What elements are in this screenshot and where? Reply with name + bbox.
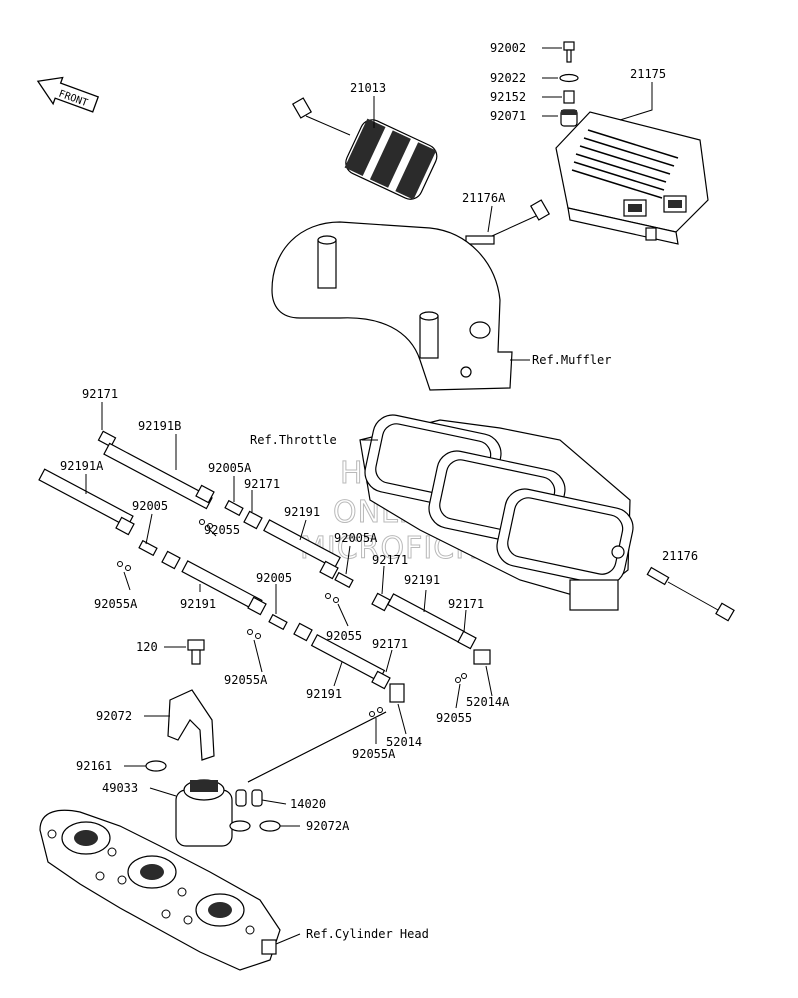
callout-92005-b: 92005 xyxy=(256,571,292,585)
hose-set xyxy=(38,430,491,783)
cushion-92161 xyxy=(145,760,167,772)
callout-92005-a: 92005 xyxy=(132,499,168,513)
callout-14020: 14020 xyxy=(290,797,326,811)
callout-21013: 21013 xyxy=(350,81,386,95)
callout-49033: 49033 xyxy=(102,781,138,795)
callout-92002: 92002 xyxy=(490,41,526,55)
callout-92171-a: 92171 xyxy=(82,387,118,401)
callout-92055-a: 92055 xyxy=(204,523,240,537)
callout-21176A: 21176A xyxy=(462,191,506,205)
callout-21175: 21175 xyxy=(630,67,666,81)
leader-lines xyxy=(85,47,653,945)
callout-92055A-a: 92055A xyxy=(94,597,138,611)
washer-92022 xyxy=(559,73,579,83)
callout-52014: 52014 xyxy=(386,735,422,749)
callout-92171-c: 92171 xyxy=(372,553,408,567)
callout-92022: 92022 xyxy=(490,71,526,85)
sensor-21176 xyxy=(646,566,735,622)
callout-92191B: 92191B xyxy=(138,419,181,433)
callout-92055A-b: 92055A xyxy=(224,673,268,687)
callout-92191-c: 92191 xyxy=(404,573,440,587)
ref-throttle: Ref.Throttle xyxy=(250,433,337,447)
callout-52014A: 52014A xyxy=(466,695,510,709)
ref-cylinder-head: Ref.Cylinder Head xyxy=(306,927,429,941)
callout-92072A: 92072A xyxy=(306,819,350,833)
callout-92152: 92152 xyxy=(490,90,526,104)
bolt-120 xyxy=(187,639,205,665)
callout-92171-b: 92171 xyxy=(244,477,280,491)
muffler-outline xyxy=(271,221,513,391)
callout-92191A: 92191A xyxy=(60,459,104,473)
clips-92072A xyxy=(229,820,281,832)
ref-muffler: Ref.Muffler xyxy=(532,353,611,367)
callout-92171-d: 92171 xyxy=(448,597,484,611)
callout-92055-c: 92055 xyxy=(436,711,472,725)
grommet-92071 xyxy=(560,109,578,127)
callout-21176: 21176 xyxy=(662,549,698,563)
ecu-box-21175 xyxy=(555,111,709,245)
front-arrow: FRONT xyxy=(36,76,100,113)
callout-92055-b: 92055 xyxy=(326,629,362,643)
callout-92005A-a: 92005A xyxy=(208,461,252,475)
callout-92071: 92071 xyxy=(490,109,526,123)
bolt-92002 xyxy=(563,41,575,63)
callout-92005A-b: 92005A xyxy=(334,531,378,545)
bracket-92072 xyxy=(167,689,215,761)
throttle-body xyxy=(359,414,634,611)
clamps-14020 xyxy=(235,789,263,807)
callout-92055A-c: 92055A xyxy=(352,747,396,761)
callout-92191-a: 92191 xyxy=(284,505,320,519)
callout-92171-e: 92171 xyxy=(372,637,408,651)
valve-49033 xyxy=(175,779,233,847)
callout-120: 120 xyxy=(136,640,158,654)
callout-92191-d: 92191 xyxy=(306,687,342,701)
callout-92072: 92072 xyxy=(96,709,132,723)
callout-92161: 92161 xyxy=(76,759,112,773)
cylinder-head xyxy=(39,809,281,971)
collar-92152 xyxy=(563,90,575,104)
sensor-21176A xyxy=(465,199,551,245)
callout-92191-b: 92191 xyxy=(180,597,216,611)
coil-21013 xyxy=(291,97,438,200)
